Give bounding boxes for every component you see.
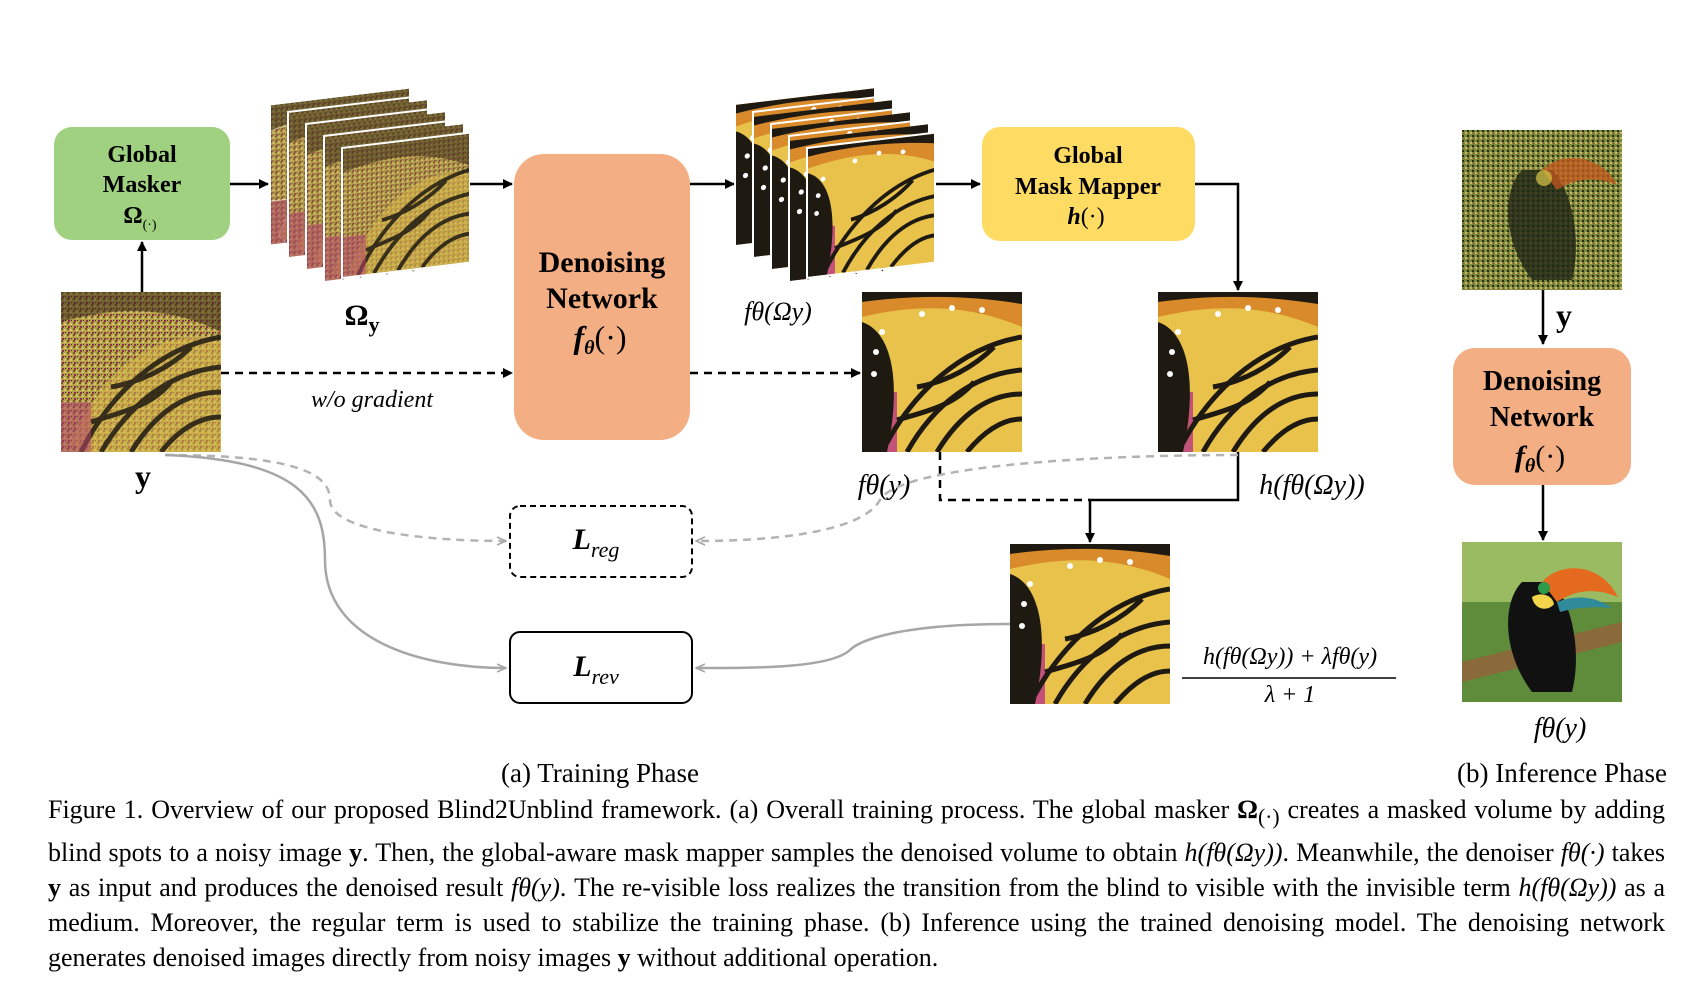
masker-line1: Global: [107, 142, 177, 168]
denoised-f-y-image: [862, 292, 1022, 452]
caption-y2: y: [48, 873, 61, 903]
y-input-label: y: [135, 458, 151, 494]
masked-volume-stack: [269, 82, 471, 288]
noisy-input-image: [61, 292, 221, 452]
curve-y-to-lrev: [164, 453, 506, 668]
caption-omega-sub: (·): [1257, 805, 1280, 830]
mapped-h-image: [1158, 292, 1318, 452]
l-rev-label: Lrev: [572, 650, 619, 689]
caption-s6: as input and produces the denoised resul…: [68, 873, 504, 903]
caption-expr1: h(fθ(Ωy)): [1184, 838, 1283, 868]
denoiser-line2: Network: [546, 282, 658, 315]
f-omega-y-label: fθ(Ωy): [744, 297, 812, 326]
curve-combined-to-lrev: [696, 622, 1011, 668]
inference-noisy-image: [1462, 130, 1622, 290]
caption-s5: takes: [1611, 838, 1666, 868]
subcaption-inference: (b) Inference Phase: [1457, 758, 1667, 788]
inference-denoiser-symbol: fθ(·): [1515, 440, 1565, 477]
caption-y1: y: [349, 838, 363, 868]
l-rev-box: Lrev: [509, 631, 693, 704]
subcaption-training: (a) Training Phase: [501, 758, 699, 788]
omega-y-label: Ωy: [344, 299, 379, 337]
inference-denoiser-box: Denoising Network fθ(·): [1453, 348, 1631, 485]
inference-output-image: [1462, 542, 1622, 702]
mapper-line2: Mask Mapper: [1015, 174, 1161, 200]
caption-expr3: fθ(y): [511, 873, 560, 903]
caption-s4: . Meanwhile, the denoiser: [1282, 838, 1554, 868]
caption-s7: . The re-visible loss realizes the trans…: [559, 873, 1511, 903]
inference-denoiser-line2: Network: [1490, 402, 1595, 433]
arrow-merge-to-combined: [1085, 452, 1240, 543]
wo-gradient-label: w/o gradient: [311, 387, 434, 413]
masker-line2: Masker: [103, 172, 182, 198]
global-mask-mapper-box: Global Mask Mapper h(·): [982, 127, 1195, 241]
denoising-network-box: Denoising Network fθ(·): [514, 154, 690, 440]
caption-expr2: fθ(·): [1560, 838, 1605, 868]
arrow-mapper-to-h-image: [1195, 182, 1243, 291]
caption-s9: without additional operation.: [637, 943, 939, 973]
inference-output-label: fθ(y): [1534, 713, 1587, 744]
inference-denoiser-line1: Denoising: [1483, 366, 1601, 397]
figure-caption: Figure 1. Overview of our proposed Blind…: [48, 792, 1665, 975]
caption-s3: . Then, the global-aware mask mapper sam…: [362, 838, 1178, 868]
denoiser-symbol: fθ(·): [573, 319, 626, 359]
denoised-volume-stack: [734, 82, 936, 288]
inference-y-label: y: [1556, 297, 1572, 333]
caption-expr4: h(fθ(Ωy)): [1518, 873, 1617, 903]
masker-symbol: Ω(·): [123, 203, 157, 233]
caption-label: Figure 1.: [48, 795, 144, 824]
caption-s1: Overview of our proposed Blind2Unblind f…: [151, 795, 1230, 824]
caption-omega: Ω: [1237, 795, 1258, 824]
caption-s8: as a medium. Moreover, the regular term …: [48, 873, 1666, 973]
fraction-denominator: λ + 1: [1264, 682, 1316, 708]
combined-fraction: h(fθ(Ωy)) + λfθ(y) λ + 1: [1182, 644, 1396, 708]
fraction-numerator: h(fθ(Ωy)) + λfθ(y): [1203, 644, 1377, 670]
global-masker-box: Global Masker Ω(·): [54, 127, 230, 240]
dashed-curve-y-to-lreg: [164, 453, 506, 541]
dashed-f-y-to-merge: [938, 452, 1090, 502]
dashed-curve-to-lreg: [696, 453, 1239, 541]
denoiser-line1: Denoising: [539, 246, 666, 279]
h-f-omega-y-label: h(fθ(Ωy)): [1259, 470, 1365, 501]
framework-diagram: Global Masker Ω(·) Ωy y w/o gradient Den…: [54, 82, 1667, 788]
combined-image: [1010, 544, 1170, 704]
caption-s2: creates a masked volume by adding blind …: [48, 795, 1665, 868]
mapper-line1: Global: [1053, 143, 1123, 169]
caption-y3: y: [617, 943, 631, 973]
l-reg-label: Lreg: [572, 523, 620, 562]
mapper-symbol: h(·): [1067, 204, 1104, 230]
l-reg-box: Lreg: [509, 505, 693, 578]
